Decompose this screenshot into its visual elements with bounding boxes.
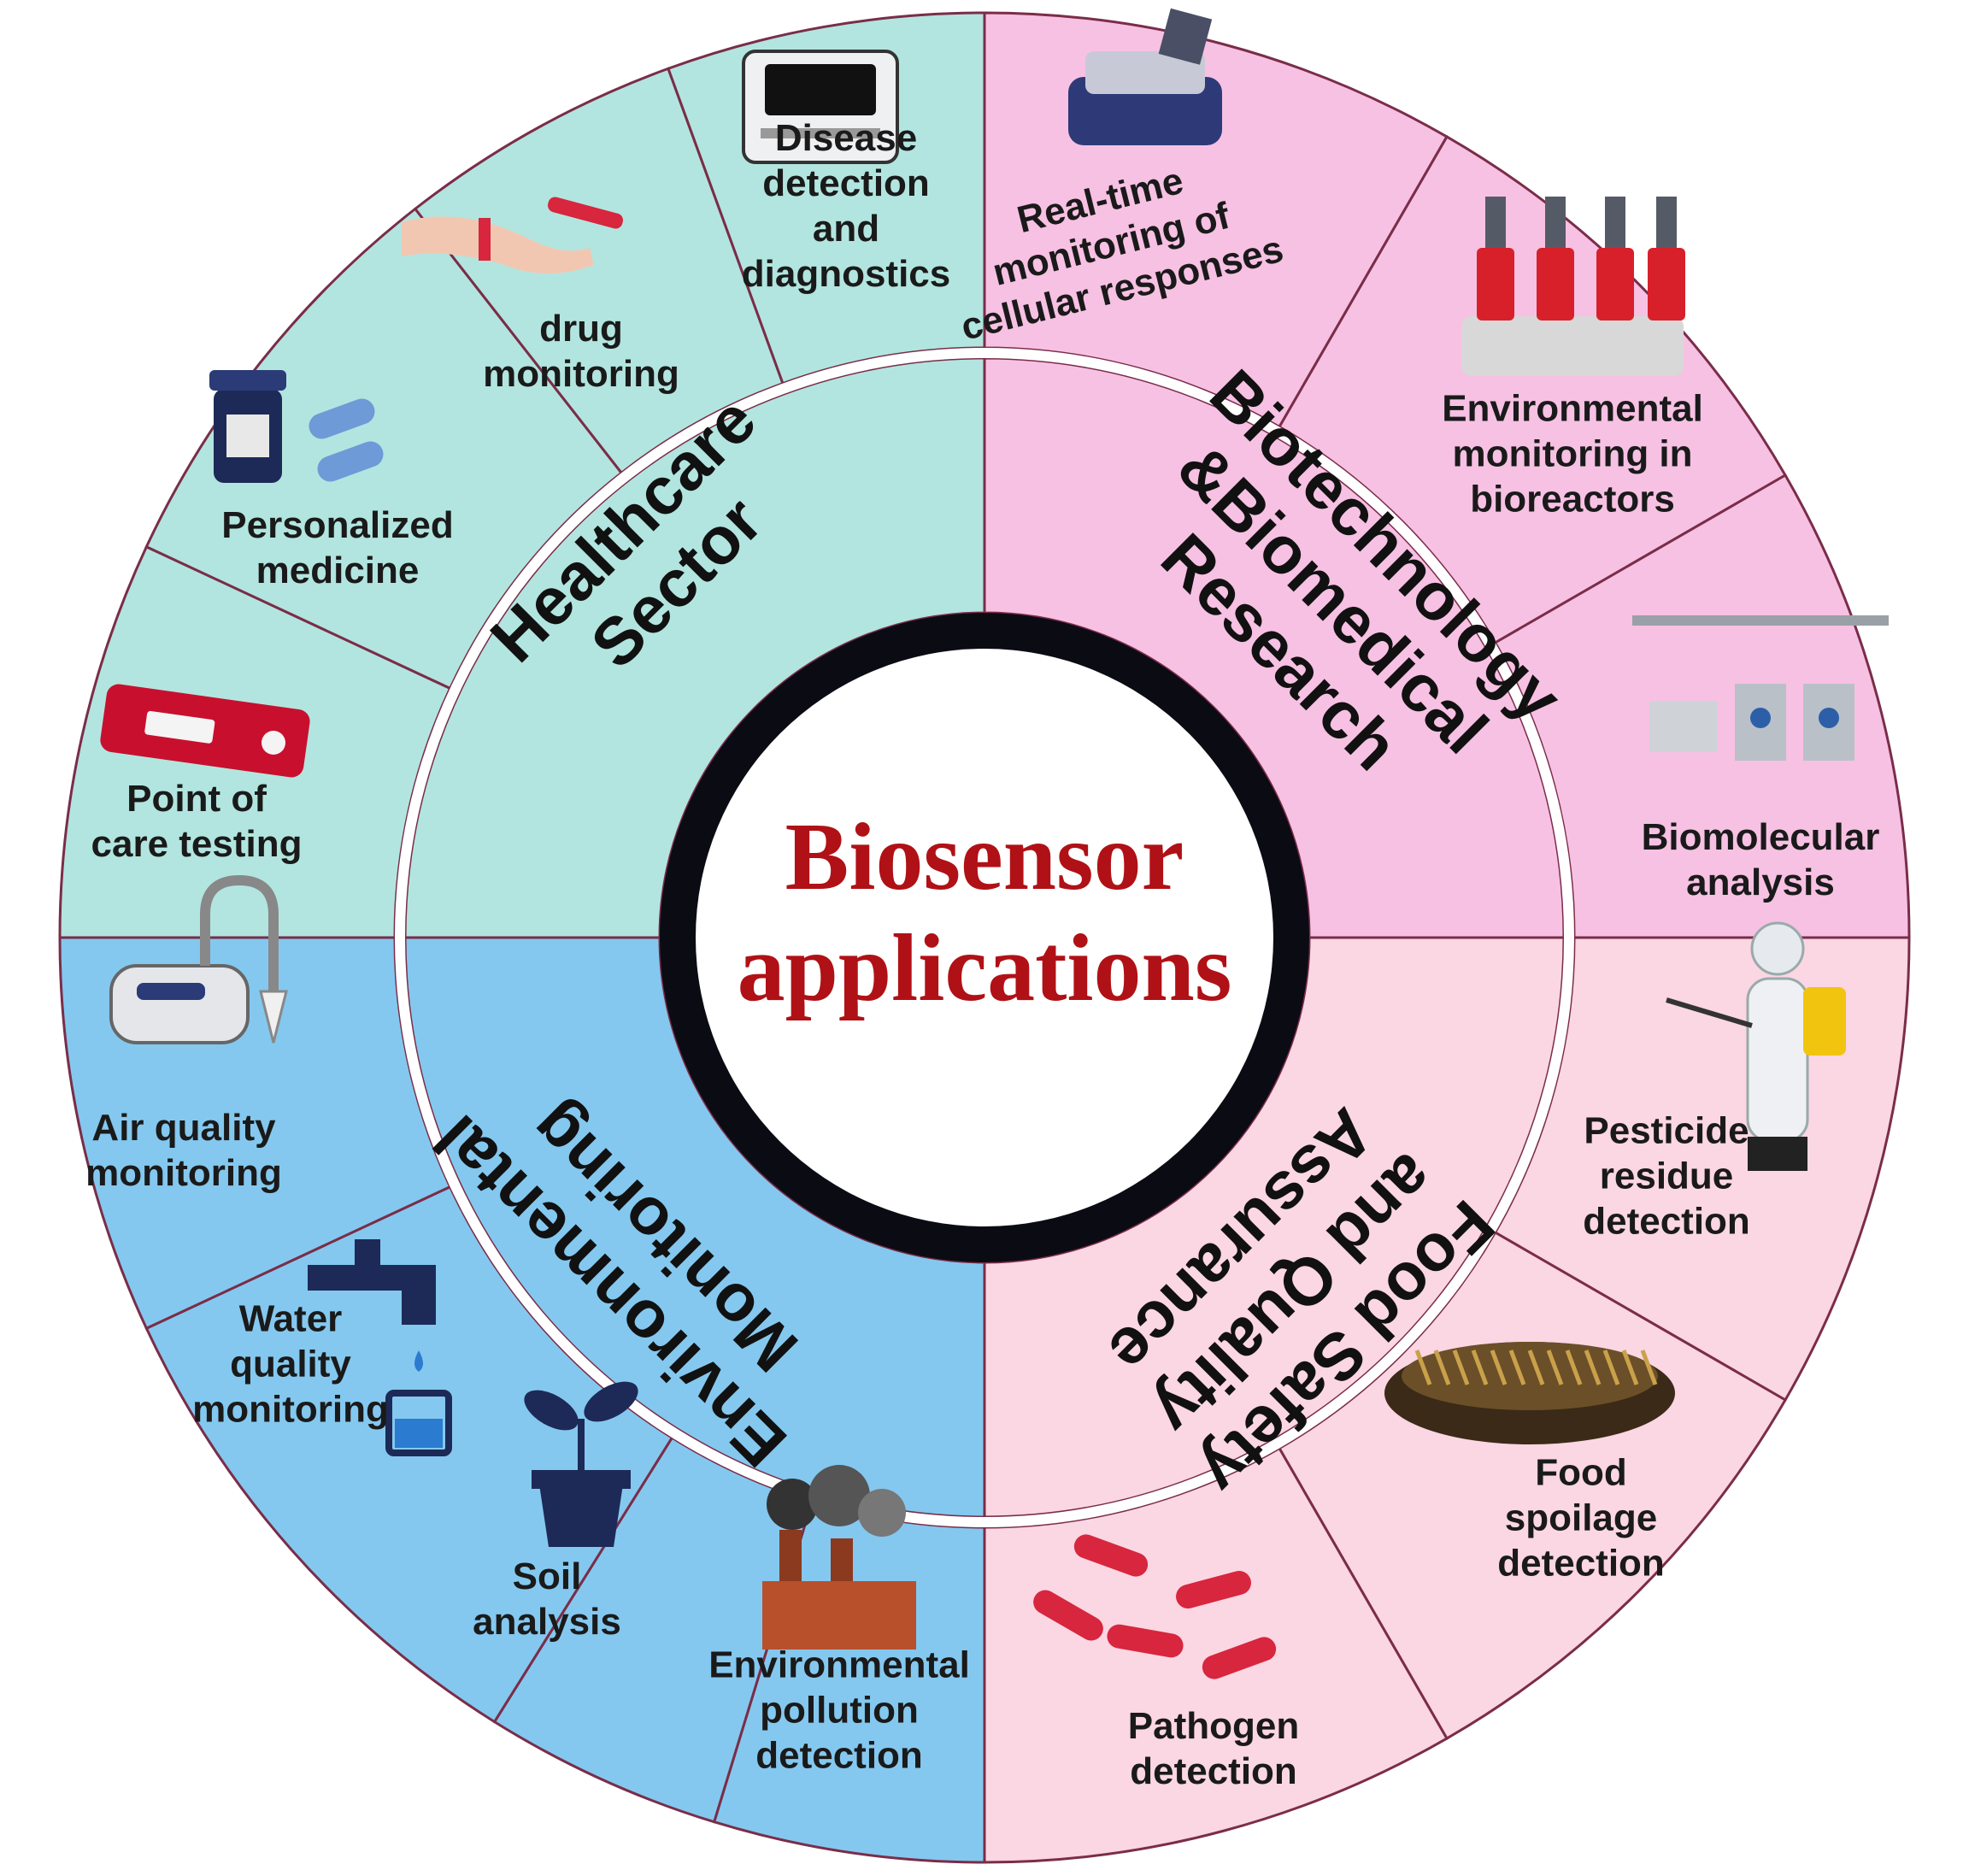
bioreactor-icon bbox=[1461, 197, 1685, 376]
label-personalized-line: Personalized bbox=[221, 504, 453, 546]
label-personalized-line: medicine bbox=[256, 550, 420, 591]
application-icons bbox=[100, 8, 1889, 1679]
center-title-line-2: applications bbox=[738, 915, 1232, 1021]
label-soil-line: analysis bbox=[473, 1601, 621, 1643]
center-white-disc bbox=[696, 649, 1273, 1226]
label-bioreactor-line: monitoring in bbox=[1452, 432, 1692, 474]
sprayer-worker-icon bbox=[1666, 921, 1846, 1171]
label-drug-line: drug bbox=[539, 308, 623, 350]
label-pesticide-line: detection bbox=[1583, 1200, 1750, 1242]
label-spoilage-line: detection bbox=[1497, 1542, 1665, 1584]
spectrophotometer-icon bbox=[1068, 8, 1222, 145]
label-pesticide-line: residue bbox=[1600, 1155, 1734, 1197]
bacteria-icon bbox=[1033, 1534, 1277, 1679]
center-title-line-1: Biosensor bbox=[785, 804, 1184, 910]
label-pollution-line: detection bbox=[755, 1734, 923, 1776]
label-disease-line: and bbox=[813, 208, 879, 250]
label-pathogen-line: detection bbox=[1130, 1750, 1297, 1792]
plant-pot-icon bbox=[524, 1381, 638, 1547]
label-drug-line: monitoring bbox=[483, 353, 679, 395]
label-biomolecular-line: analysis bbox=[1686, 862, 1835, 903]
label-spoilage-line: Food bbox=[1535, 1451, 1627, 1493]
label-bioreactor-line: Environmental bbox=[1442, 387, 1703, 429]
spoiled-food-icon bbox=[1384, 1342, 1675, 1444]
label-disease-line: diagnostics bbox=[742, 253, 951, 295]
label-bioreactor-line: bioreactors bbox=[1470, 478, 1675, 520]
separator-ring bbox=[395, 348, 1574, 1527]
pill-bottle-icon bbox=[209, 370, 384, 483]
factory-smoke-icon bbox=[762, 1465, 916, 1650]
label-water-line: monitoring bbox=[192, 1388, 389, 1430]
test-strip-icon bbox=[100, 684, 310, 778]
label-pollution-line: Environmental bbox=[708, 1644, 970, 1685]
label-disease-line: detection bbox=[762, 162, 930, 204]
lab-analyzer-icon bbox=[1632, 615, 1889, 761]
label-poc-line: Point of bbox=[126, 778, 267, 820]
label-air-line: monitoring bbox=[85, 1152, 282, 1194]
label-biomolecular-line: Biomolecular bbox=[1642, 816, 1880, 858]
label-spoilage-line: spoilage bbox=[1505, 1497, 1658, 1538]
label-pathogen-line: Pathogen bbox=[1128, 1705, 1299, 1747]
label-disease-line: Disease bbox=[775, 117, 917, 159]
label-pesticide-line: Pesticide bbox=[1584, 1109, 1749, 1151]
blood-draw-icon bbox=[402, 197, 623, 273]
water-tap-icon bbox=[308, 1239, 452, 1456]
label-water-line: Water bbox=[239, 1297, 343, 1339]
air-sampler-icon bbox=[109, 874, 288, 1044]
label-soil-line: Soil bbox=[513, 1555, 582, 1597]
sector-wedges bbox=[395, 348, 1574, 1527]
label-pollution-line: pollution bbox=[760, 1689, 919, 1731]
label-air-line: Air quality bbox=[91, 1107, 276, 1149]
diagnostic-device-icon bbox=[742, 50, 899, 164]
label-water-line: quality bbox=[230, 1343, 351, 1385]
label-poc-line: care testing bbox=[91, 823, 303, 865]
